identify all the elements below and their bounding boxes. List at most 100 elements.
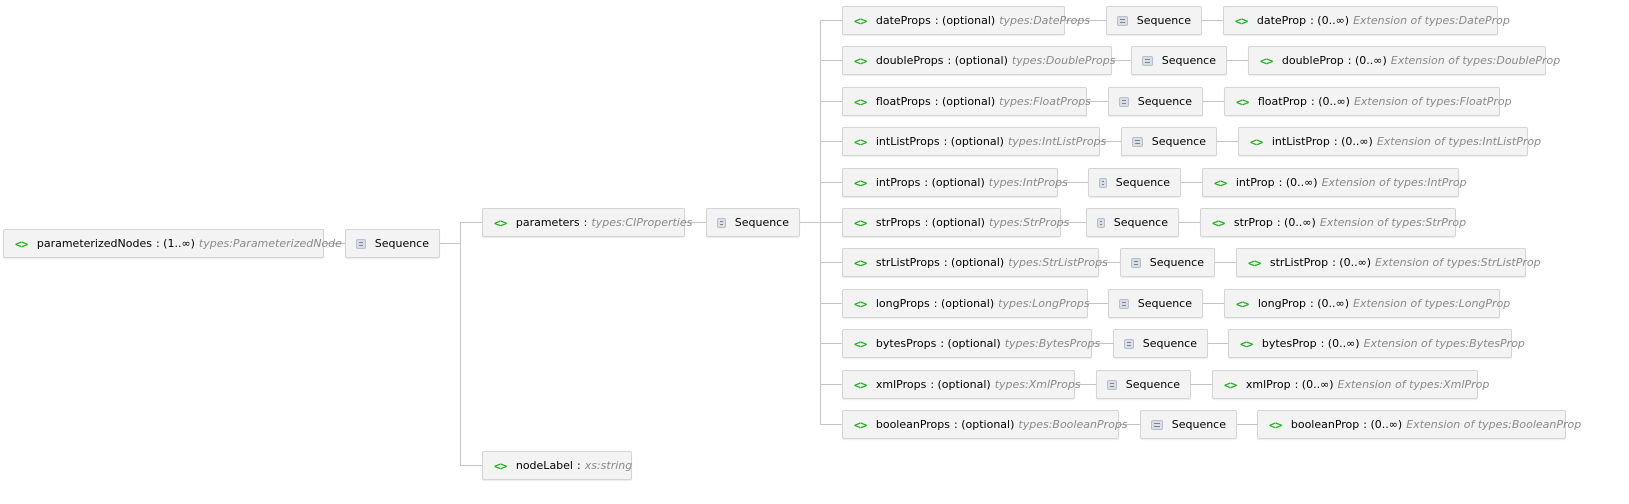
sequence-icon — [1119, 96, 1129, 107]
floatProps-element-node[interactable]: <> floatProps : (optional) types:FloatPr… — [842, 87, 1091, 116]
sequence-node[interactable]: Sequence — [1140, 410, 1237, 439]
sequence-node[interactable]: Sequence — [1120, 248, 1215, 277]
element-name: intListProp — [1271, 135, 1330, 148]
element-icon: <> — [1250, 134, 1263, 149]
sequence-label: Sequence — [1142, 337, 1197, 350]
xmlProps-element-node[interactable]: <> xmlProps : (optional) types:XmlProps — [842, 370, 1081, 399]
strListProps-element-node[interactable]: <> strListProps : (optional) types:StrLi… — [842, 248, 1108, 277]
element-name: xmlProps — [875, 378, 927, 391]
element-type: Extension of types:FloatProp — [1353, 95, 1512, 108]
element-type: types:IntListProps — [1007, 135, 1107, 148]
sequence-icon — [717, 217, 726, 228]
element-icon: <> — [494, 458, 507, 473]
intProps-element-node[interactable]: <> intProps : (optional) types:IntProps — [842, 168, 1068, 197]
bytesProp-element-node[interactable]: <> bytesProp : (0..∞) Extension of types… — [1228, 329, 1525, 358]
doubleProp-element-node[interactable]: <> doubleProp : (0..∞) Extension of type… — [1248, 46, 1560, 75]
element-icon: <> — [854, 175, 867, 190]
sequence-node[interactable]: Sequence — [1106, 6, 1202, 35]
strProps-element-node[interactable]: <> strProps : (optional) types:StrProps — [842, 208, 1069, 237]
sequence-label: Sequence — [1113, 216, 1168, 229]
element-name: floatProps — [875, 95, 931, 108]
element-icon: <> — [1236, 94, 1249, 109]
element-icon: <> — [15, 236, 28, 251]
sequence-node[interactable]: Sequence — [1108, 289, 1203, 318]
booleanProp-element-node[interactable]: <> booleanProp : (0..∞) Extension of typ… — [1257, 410, 1581, 439]
element-name: xmlProp — [1245, 378, 1291, 391]
sequence-label: Sequence — [1115, 176, 1170, 189]
sequence-icon — [1142, 55, 1153, 66]
element-name: longProp — [1257, 297, 1307, 310]
element-occurrence: : (0..∞) — [1294, 378, 1334, 391]
element-occurrence: : (optional) — [943, 135, 1004, 148]
sequence-node[interactable]: Sequence — [706, 208, 800, 237]
element-name: bytesProps — [875, 337, 937, 350]
strProp-element-node[interactable]: <> strProp : (0..∞) Extension of types:S… — [1200, 208, 1466, 237]
doubleProps-element-node[interactable]: <> doubleProps : (optional) types:Double… — [842, 46, 1115, 75]
element-icon: <> — [1224, 377, 1237, 392]
sequence-icon — [1099, 177, 1107, 188]
dateProp-element-node[interactable]: <> dateProp : (0..∞) Extension of types:… — [1223, 6, 1510, 35]
sequence-label: Sequence — [1137, 297, 1192, 310]
sequence-node[interactable]: Sequence — [1131, 46, 1227, 75]
sequence-label: Sequence — [1171, 418, 1226, 431]
strListProp-element-node[interactable]: <> strListProp : (0..∞) Extension of typ… — [1236, 248, 1541, 277]
element-occurrence: : (0..∞) — [1278, 176, 1318, 189]
intListProps-element-node[interactable]: <> intListProps : (optional) types:IntLi… — [842, 127, 1106, 156]
sequence-label: Sequence — [734, 216, 789, 229]
longProp-element-node[interactable]: <> longProp : (0..∞) Extension of types:… — [1224, 289, 1510, 318]
element-icon: <> — [1235, 13, 1248, 28]
sequence-node[interactable]: Sequence — [345, 229, 440, 258]
node-label-element-node[interactable]: <> nodeLabel : xs:string — [482, 451, 632, 480]
intProp-element-node[interactable]: <> intProp : (0..∞) Extension of types:I… — [1202, 168, 1467, 197]
parameters-element-node[interactable]: <> parameters : types:CIProperties — [482, 208, 692, 237]
sequence-label: Sequence — [1125, 378, 1180, 391]
sequence-node[interactable]: Sequence — [1121, 127, 1217, 156]
element-occurrence: : (optional) — [924, 176, 985, 189]
element-occurrence: : (0..∞) — [1332, 256, 1372, 269]
element-name: nodeLabel — [515, 459, 573, 472]
element-type: types:DateProps — [999, 14, 1091, 27]
sequence-label: Sequence — [1161, 54, 1216, 67]
element-icon: <> — [854, 134, 867, 149]
sequence-label: Sequence — [1149, 256, 1204, 269]
element-icon: <> — [854, 215, 867, 230]
sequence-node[interactable]: Sequence — [1113, 329, 1208, 358]
element-type: Extension of types:IntProp — [1321, 176, 1467, 189]
element-occurrence: : (optional) — [940, 337, 1001, 350]
element-type: types:LongProps — [998, 297, 1090, 310]
intListProp-element-node[interactable]: <> intListProp : (0..∞) Extension of typ… — [1238, 127, 1541, 156]
sequence-label: Sequence — [374, 237, 429, 250]
dateProps-element-node[interactable]: <> dateProps : (optional) types:DateProp… — [842, 6, 1090, 35]
element-occurrence: : (optional) — [934, 14, 996, 27]
element-name: intProps — [875, 176, 921, 189]
root-element-node[interactable]: <> parameterizedNodes : (1..∞) types:Par… — [3, 229, 342, 258]
element-type: Extension of types:StrListProp — [1375, 256, 1541, 269]
element-type: Extension of types:IntListProp — [1376, 135, 1542, 148]
element-type: Extension of types:StrProp — [1319, 216, 1467, 229]
element-type: types:FloatProps — [999, 95, 1091, 108]
element-type: Extension of types:XmlProp — [1337, 378, 1490, 391]
sequence-node[interactable]: Sequence — [1086, 208, 1179, 237]
bytesProps-element-node[interactable]: <> bytesProps : (optional) types:BytesPr… — [842, 329, 1100, 358]
sequence-node[interactable]: Sequence — [1096, 370, 1191, 399]
element-occurrence: : (optional) — [954, 418, 1015, 431]
element-icon: <> — [1212, 215, 1225, 230]
element-name: parameters — [515, 216, 580, 229]
element-icon: <> — [494, 215, 507, 230]
element-name: doubleProp — [1281, 54, 1344, 67]
sequence-node[interactable]: Sequence — [1088, 168, 1181, 197]
xmlProp-element-node[interactable]: <> xmlProp : (0..∞) Extension of types:X… — [1212, 370, 1489, 399]
element-name: strListProp — [1269, 256, 1329, 269]
element-icon: <> — [1269, 417, 1282, 432]
sequence-node[interactable]: Sequence — [1108, 87, 1203, 116]
element-type: types:DoubleProps — [1011, 54, 1116, 67]
floatProp-element-node[interactable]: <> floatProp : (0..∞) Extension of types… — [1224, 87, 1512, 116]
element-icon: <> — [854, 53, 867, 68]
longProps-element-node[interactable]: <> longProps : (optional) types:LongProp… — [842, 289, 1090, 318]
element-name: doubleProps — [875, 54, 944, 67]
element-icon: <> — [854, 417, 867, 432]
booleanProps-element-node[interactable]: <> booleanProps : (optional) types:Boole… — [842, 410, 1128, 439]
element-occurrence: : (0..∞) — [1320, 337, 1360, 350]
element-icon: <> — [1248, 255, 1261, 270]
